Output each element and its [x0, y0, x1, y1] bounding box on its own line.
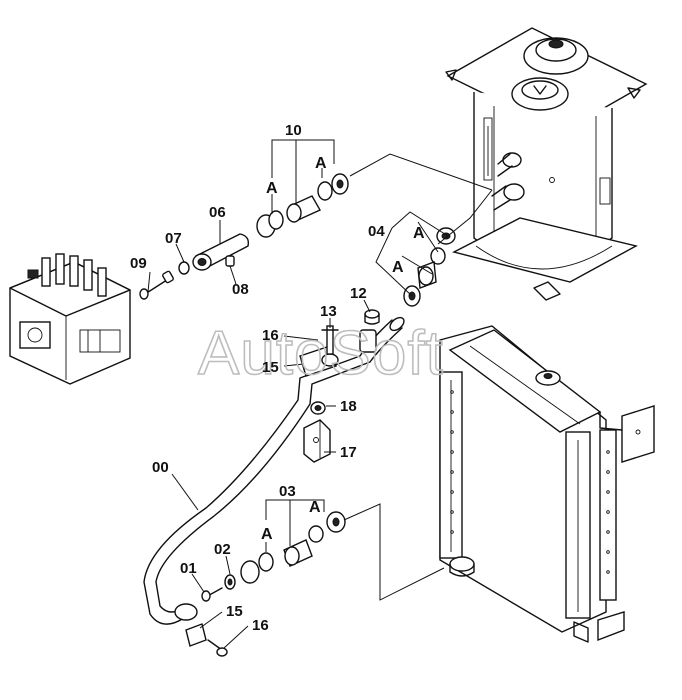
label-15-lower: 15	[226, 603, 243, 620]
label-03: 03	[279, 483, 296, 500]
hose-00	[143, 316, 405, 625]
leader-lines	[147, 139, 449, 649]
label-08: 08	[232, 281, 249, 298]
label-17: 17	[340, 444, 357, 461]
label-02: 02	[214, 541, 231, 558]
part-labels: 10 06 07 09 08 04 12 13 16 15 18 17 00 0…	[130, 122, 385, 634]
detail-marks: A A A A A A	[261, 155, 425, 543]
label-10: 10	[285, 122, 302, 139]
connection-lines	[343, 153, 493, 601]
plug-12	[364, 309, 380, 325]
hydraulic-tank	[445, 27, 648, 301]
mark-a-lower-left: A	[261, 526, 273, 543]
label-01: 01	[180, 560, 197, 577]
control-valve	[9, 253, 131, 385]
lower-chain	[201, 511, 346, 602]
clamp-upper	[299, 325, 339, 377]
radiator	[439, 325, 655, 643]
label-18: 18	[340, 398, 357, 415]
mark-a-upper-right: A	[315, 155, 327, 172]
label-12: 12	[350, 285, 367, 302]
bracket-17	[303, 401, 331, 463]
label-16-upper: 16	[262, 327, 279, 344]
label-06: 06	[209, 204, 226, 221]
label-13: 13	[320, 303, 337, 320]
label-00: 00	[152, 459, 169, 476]
label-15-upper: 15	[262, 359, 279, 376]
mark-a-upper-left: A	[266, 180, 278, 197]
upper-chain	[139, 173, 349, 300]
label-07: 07	[165, 230, 182, 247]
label-09: 09	[130, 255, 147, 272]
mark-a-mid-bottom: A	[392, 259, 404, 276]
mark-a-mid-top: A	[413, 225, 425, 242]
label-04: 04	[368, 223, 385, 240]
mark-a-lower-right: A	[309, 499, 321, 516]
watermark-text: AutoSoft	[198, 319, 444, 388]
clamp-lower	[185, 623, 228, 657]
label-16-lower: 16	[252, 617, 269, 634]
